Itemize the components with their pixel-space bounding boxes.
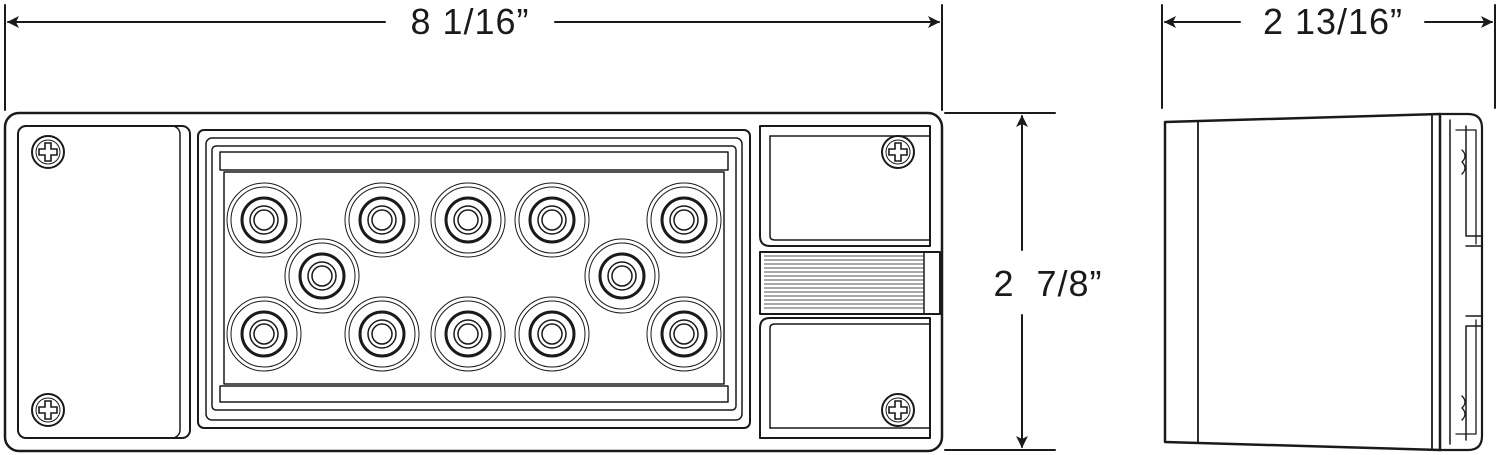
led (226, 182, 302, 258)
mounting-screws (31, 135, 915, 427)
width-label: 8 1/16” (410, 1, 529, 42)
side-upper-clip (1465, 125, 1483, 247)
led-array (226, 182, 722, 372)
screw-icon (881, 135, 915, 169)
right-end-panels (759, 125, 941, 439)
lens-ribs (764, 252, 925, 314)
depth-label: 2 13/16” (1263, 1, 1403, 42)
lens-frame-inner (211, 145, 737, 411)
side-view (1163, 112, 1484, 452)
led (514, 296, 590, 372)
depth-dimension: 2 13/16” (1161, 1, 1496, 109)
led (646, 296, 722, 372)
led (344, 182, 420, 258)
housing-outer (3, 111, 944, 453)
side-lower-clip (1465, 315, 1483, 441)
screw-icon (31, 393, 65, 427)
led (284, 238, 360, 314)
front-view (3, 111, 944, 453)
right-upper-panel (759, 125, 931, 247)
side-body-outline (1163, 112, 1442, 452)
left-end-panel (17, 125, 191, 439)
led (646, 182, 722, 258)
lens-top-band (219, 151, 729, 171)
license-light-lens (759, 251, 941, 315)
lens-led-area (223, 171, 725, 385)
led (226, 296, 302, 372)
left-end-panel-inner (17, 125, 181, 439)
lens-bottom-band (219, 385, 729, 403)
center-lens (197, 129, 751, 429)
side-mount-bracket (1438, 112, 1484, 452)
led (430, 296, 506, 372)
width-dimension: 8 1/16” (4, 1, 943, 111)
lens-frame-outer (197, 129, 751, 429)
right-lower-panel (759, 317, 931, 439)
lens-frame-mid (205, 137, 743, 421)
screw-icon (31, 135, 65, 169)
height-dimension: 2 7/8” (944, 112, 1102, 451)
led (514, 182, 590, 258)
led (584, 238, 660, 314)
height-label: 2 7/8” (993, 263, 1102, 304)
screw-icon (881, 393, 915, 427)
led (344, 296, 420, 372)
led (430, 182, 506, 258)
side-screw-thread (1461, 149, 1466, 421)
